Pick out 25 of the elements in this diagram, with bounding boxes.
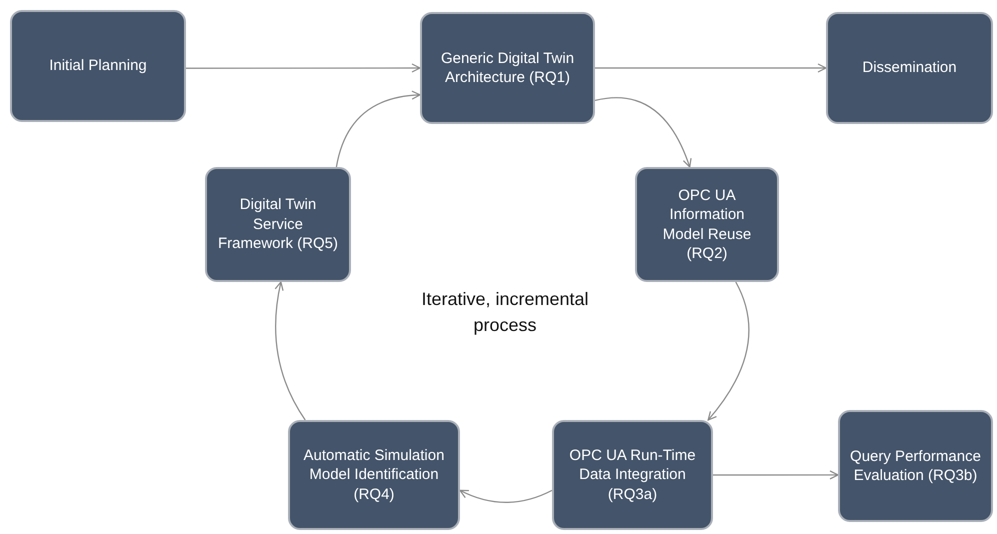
arrow xyxy=(274,281,306,420)
arrow xyxy=(594,97,692,168)
box-label: OPC UA Run-Time Data Integration (RQ3a) xyxy=(568,446,697,504)
process-box xyxy=(635,167,779,282)
process-box xyxy=(205,167,351,282)
process-box xyxy=(838,410,993,522)
center-label: Iterative, incremental process xyxy=(420,288,590,338)
box-label: Query Performance Evaluation (RQ3b) xyxy=(850,446,981,486)
process-box xyxy=(552,420,713,530)
box-label: Generic Digital Twin Architecture (RQ1) xyxy=(440,48,576,88)
box-label: Digital Twin Service Framework (RQ5) xyxy=(217,195,339,254)
box-label: OPC UA Information Model Reuse (RQ2) xyxy=(662,186,752,264)
arrow xyxy=(708,282,750,421)
box-label: Dissemination xyxy=(862,58,957,78)
arrow xyxy=(186,63,421,73)
box-label: Automatic Simulation Model Identification (RQ4) xyxy=(302,446,446,504)
arrow xyxy=(595,63,827,73)
process-box xyxy=(10,10,186,122)
process-box xyxy=(420,12,595,124)
box-label: Initial Planning xyxy=(49,56,147,76)
arrow xyxy=(336,90,421,168)
process-box xyxy=(288,420,460,530)
arrow xyxy=(713,470,839,480)
arrow xyxy=(459,490,552,503)
process-box xyxy=(826,12,993,124)
